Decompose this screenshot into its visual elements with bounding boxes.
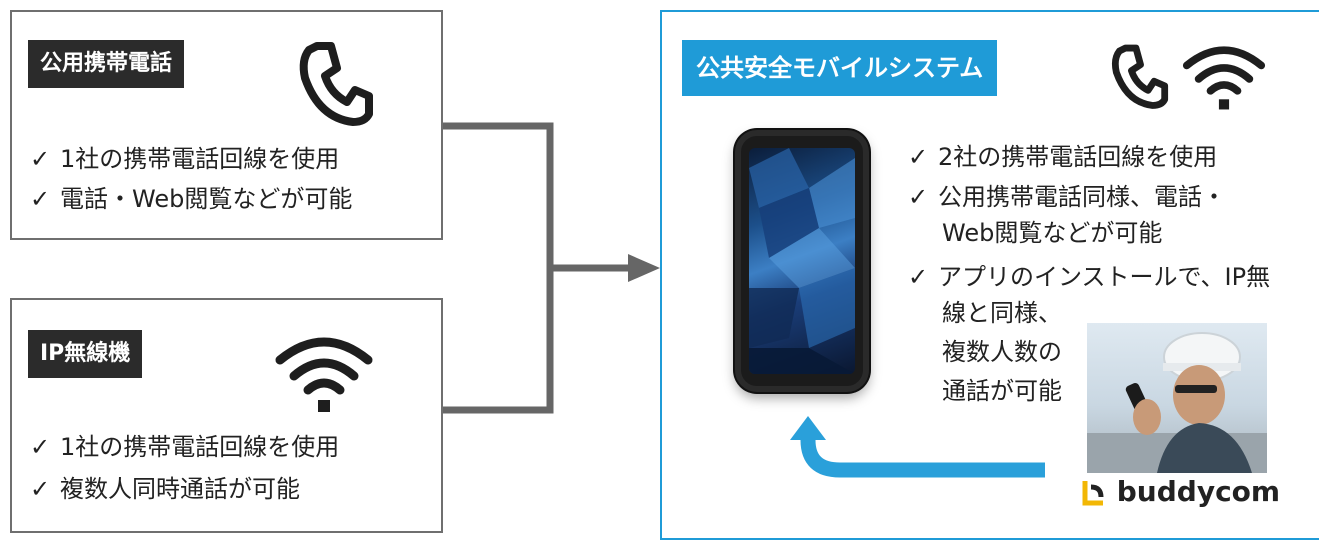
safety-system-item-2: ✓公用携帯電話同様、電話・: [908, 180, 1226, 214]
check-icon: ✓: [30, 145, 51, 173]
ip-radio-item-2: ✓複数人同時通話が可能: [30, 472, 300, 506]
ip-radio-title: IP無線機: [28, 330, 143, 378]
buddycom-logo: buddycom: [1081, 472, 1280, 512]
public-mobile-phone-item-1: ✓1社の携帯電話回線を使用: [30, 142, 339, 176]
worker-photo: [1087, 323, 1267, 473]
safety-system-item-3-cont-3: 通話が可能: [942, 377, 1062, 405]
check-icon: ✓: [908, 263, 929, 291]
safety-system-item-1: ✓2社の携帯電話回線を使用: [908, 140, 1217, 174]
public-mobile-phone-box: 公用携帯電話 ✓1社の携帯電話回線を使用 ✓電話・Web閲覧などが可能: [10, 10, 443, 240]
check-icon: ✓: [908, 143, 929, 171]
ip-radio-item-1: ✓1社の携帯電話回線を使用: [30, 430, 339, 464]
public-mobile-phone-title: 公用携帯電話: [28, 40, 185, 88]
check-icon: ✓: [908, 183, 929, 211]
wifi-icon: [275, 337, 373, 412]
buddycom-logo-icon: [1082, 481, 1104, 506]
smartphone-image: [735, 130, 869, 392]
safety-system-item-2-cont: Web閲覧などが可能: [942, 219, 1163, 247]
check-icon: ✓: [30, 475, 51, 503]
phone-icon: [1111, 44, 1169, 109]
curved-arrow: [790, 416, 1045, 478]
check-icon: ✓: [30, 433, 51, 461]
check-icon: ✓: [30, 185, 51, 213]
safety-system-item-3-cont-2: 複数人数の: [942, 338, 1062, 366]
smartphone-screen: [749, 148, 855, 374]
safety-system-item-3: ✓アプリのインストールで、IP無: [908, 260, 1270, 294]
connector-arrow: [443, 122, 660, 414]
public-mobile-phone-item-2: ✓電話・Web閲覧などが可能: [30, 182, 352, 216]
public-safety-mobile-system-title: 公共安全モバイルシステム: [682, 40, 998, 96]
phone-icon: [299, 42, 373, 126]
safety-system-item-3-cont-1: 線と同様、: [942, 299, 1062, 327]
wifi-icon: [1182, 46, 1266, 110]
